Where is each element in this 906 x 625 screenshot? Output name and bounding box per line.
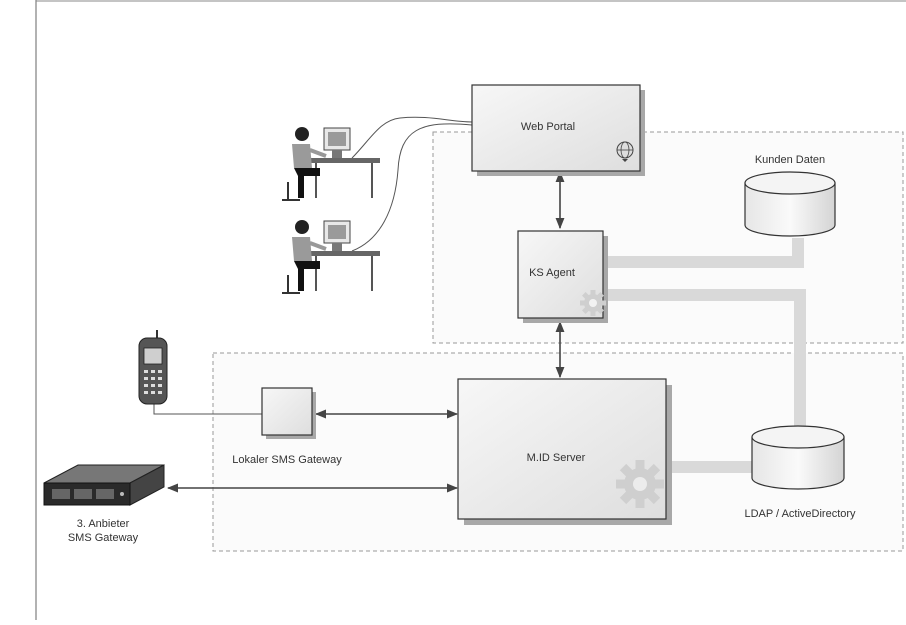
arrows — [166, 170, 565, 493]
third-party-label-line1: 3. Anbieter — [77, 518, 130, 530]
computer-user-icon — [282, 127, 380, 201]
kunden-daten-label: Kunden Daten — [755, 154, 825, 166]
ks-agent-label: KS Agent — [529, 267, 575, 279]
ldap-database: LDAP / ActiveDirectory — [744, 425, 856, 520]
local-sms-gateway-box: Lokaler SMS Gateway — [232, 387, 342, 466]
globe-icon — [616, 141, 634, 162]
third-party-label-line2: SMS Gateway — [68, 532, 139, 544]
ldap-label: LDAP / ActiveDirectory — [744, 508, 856, 520]
agent-kunden-connector — [608, 238, 804, 268]
web-portal-label: Web Portal — [521, 121, 575, 133]
computer-user-icon — [282, 220, 380, 294]
gear-icon — [580, 290, 606, 316]
mid-server-box: M.ID Server — [457, 378, 672, 525]
local-gateway-label: Lokaler SMS Gateway — [232, 454, 342, 466]
thick-connectors — [608, 238, 806, 473]
gear-icon — [616, 460, 664, 508]
web-portal-box: Web Portal — [471, 84, 645, 176]
rack-server-icon — [43, 464, 165, 506]
agent-ldap-connector — [608, 289, 806, 428]
workstation-cables — [351, 116, 473, 252]
ks-agent-box: KS Agent — [517, 230, 608, 323]
mobile-phone-icon — [138, 330, 168, 405]
kunden-daten-database: Kunden Daten — [744, 154, 836, 237]
mid-server-label: M.ID Server — [527, 452, 586, 464]
phone-cable — [153, 402, 262, 415]
